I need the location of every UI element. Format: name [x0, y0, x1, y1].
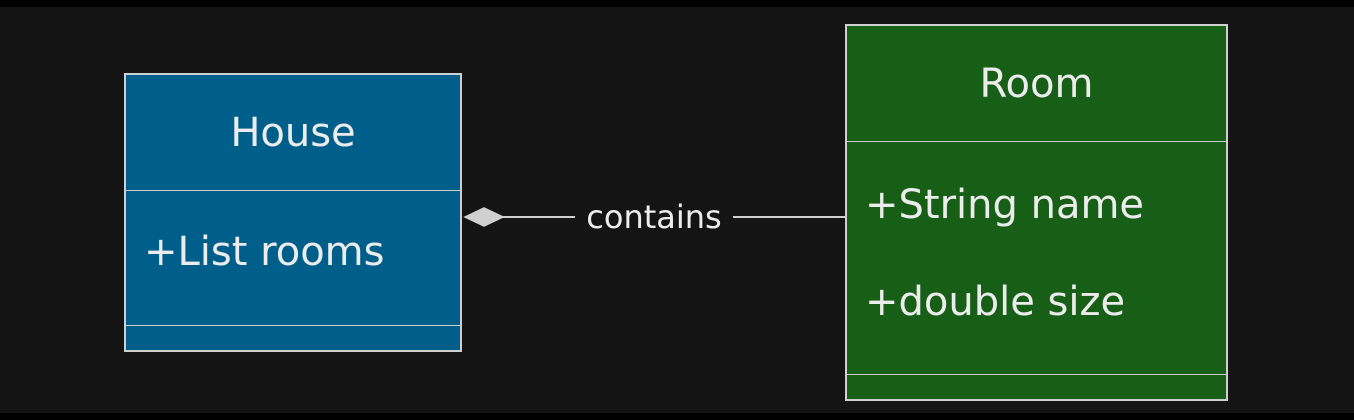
relation-aggregation: contains — [463, 198, 845, 236]
class-house-attributes: +List rooms — [126, 191, 460, 326]
attribute-string-name: +String name — [865, 182, 1145, 228]
class-house-name: House — [126, 75, 460, 191]
class-house[interactable]: House +List rooms — [124, 73, 462, 352]
aggregation-diamond-icon — [463, 207, 505, 227]
attribute-list-rooms: +List rooms — [144, 229, 385, 275]
relation-label: contains — [586, 198, 721, 236]
class-room-attributes: +String name +double size — [847, 142, 1226, 375]
diagram-canvas: House +List rooms Room +String name +dou… — [0, 7, 1354, 413]
attribute-double-size: +double size — [865, 279, 1126, 325]
class-room-name: Room — [847, 26, 1226, 142]
class-room[interactable]: Room +String name +double size — [845, 24, 1228, 401]
